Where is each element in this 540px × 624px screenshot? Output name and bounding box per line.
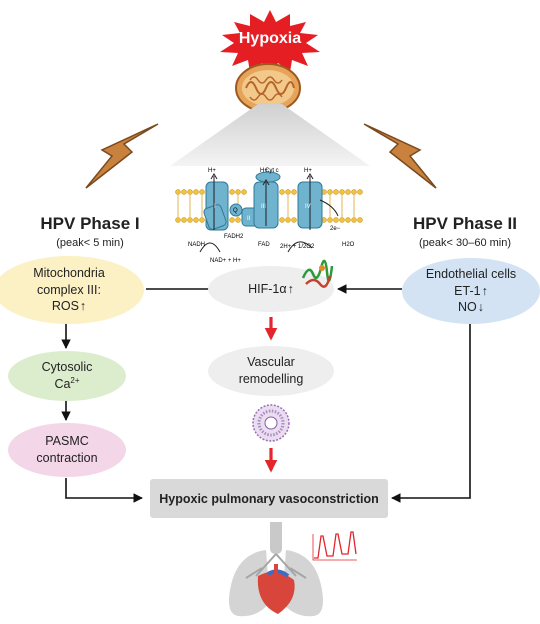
nadh-label: NADH — [188, 242, 205, 248]
hypoxia-label: Hypoxia — [238, 30, 302, 47]
pasmc-line1: PASMC — [45, 434, 89, 449]
hif-label: HIF-1α — [248, 282, 294, 296]
mito-line1: Mitochondria — [33, 265, 105, 280]
cytochrome-c — [255, 171, 281, 183]
two-e-label: 2e− — [330, 226, 341, 232]
pasmc-contraction-node: PASMC contraction — [8, 423, 126, 477]
h-plus-1: H+ — [208, 168, 216, 174]
lightning-bolt-right-icon — [363, 123, 437, 189]
endo-line1: Endothelial cells — [425, 266, 517, 281]
complex-iv-label: IV — [305, 204, 311, 210]
q-label: Q — [233, 208, 238, 214]
nad-label: NAD+ + H+ — [210, 258, 241, 264]
complex-ii-label: II — [247, 216, 251, 222]
mito-line2: complex III: — [37, 282, 101, 297]
mitochondrion-icon — [235, 63, 301, 113]
h2o-label: H2O — [342, 242, 355, 248]
protein-structure-icon — [301, 259, 334, 288]
endothelial-cells-node: Endothelial cells ET-1 NO — [402, 258, 540, 324]
ubiquinone-q — [229, 203, 243, 217]
zoom-cone — [170, 104, 370, 166]
h-plus-2: H+ — [260, 168, 268, 174]
phase1-title: HPV Phase I — [40, 214, 140, 233]
ros-label: ROS — [52, 299, 86, 313]
lightning-bolt-left-icon — [85, 123, 159, 189]
two-h-label: 2H+ + 1/2O2 — [280, 244, 315, 250]
phase2-subtitle: (peak< 30–60 min) — [418, 237, 512, 249]
pasmc-line2: contraction — [36, 451, 98, 465]
no-label: NO — [458, 300, 484, 314]
h-plus-3: H+ — [304, 168, 312, 174]
cytosolic-line1: Cytosolic — [41, 360, 93, 375]
vascular-remodelling-node: Vascular remodelling — [208, 346, 334, 396]
lungs-heart-icon — [229, 522, 323, 617]
complex-i-label: I — [214, 204, 216, 210]
electron-transport-chain: H+ H+ H+ Cyt c Q I II III IV NADH NAD+ +… — [175, 168, 363, 264]
phase2-title: HPV Phase II — [413, 214, 517, 233]
cytc-label: Cyt c — [265, 168, 279, 174]
pressure-trace-icon — [312, 531, 357, 561]
hpv-box-label: Hypoxic pulmonary vasoconstriction — [159, 491, 379, 506]
mito-complex-iii-node: Mitochondria complex III: ROS — [0, 256, 144, 324]
hpv-box: Hypoxic pulmonary vasoconstriction — [150, 479, 388, 518]
phase1-subtitle: (peak< 5 min) — [56, 237, 124, 249]
ca-charge: 2+ — [70, 375, 80, 385]
cytosolic-ca-node: Cytosolic Ca2+ — [8, 351, 126, 401]
hypoxia-starburst — [220, 10, 320, 73]
vascular-line1: Vascular — [247, 355, 295, 370]
complex-iii-label: III — [261, 204, 266, 210]
ca-label: Ca — [54, 377, 71, 392]
et1-label: ET-1 — [454, 284, 488, 298]
fad-label: FAD — [258, 242, 270, 248]
fadh2-label: FADH2 — [224, 234, 244, 240]
vascular-line2: remodelling — [238, 372, 304, 386]
vessel-cross-section-icon — [252, 404, 290, 442]
